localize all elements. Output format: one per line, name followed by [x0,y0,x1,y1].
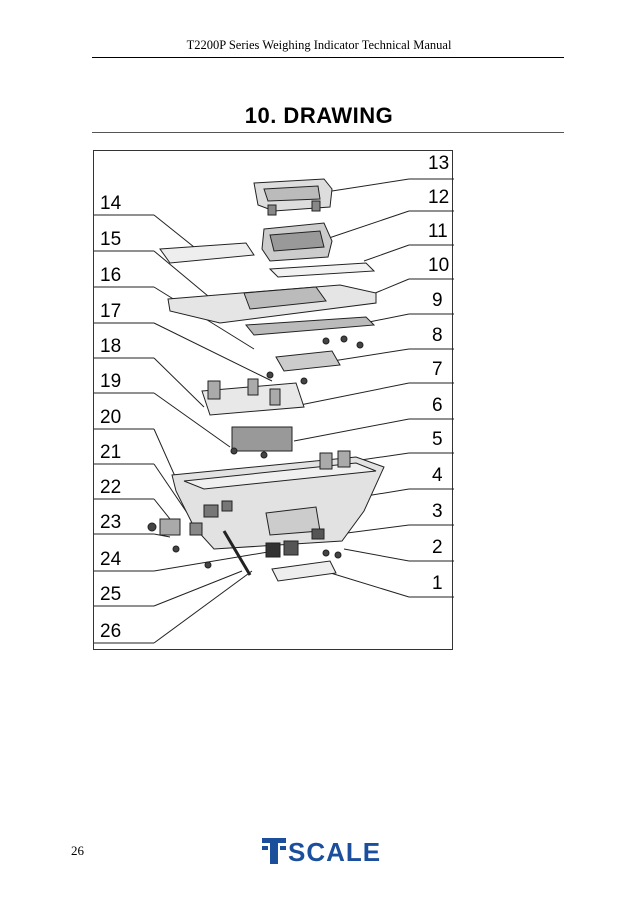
callout-26: 26 [100,621,122,642]
callout-12: 12 [428,187,450,208]
callout-22: 22 [100,477,122,498]
callout-5: 5 [432,429,443,450]
exploded-drawing: 13 12 11 10 9 8 7 6 5 4 3 2 1 14 15 16 1… [93,150,454,650]
page-header: T2200P Series Weighing Indicator Technic… [186,38,452,52]
section-title: 10. DRAWING [244,103,394,128]
callout-18: 18 [100,336,122,357]
callout-13: 13 [428,153,450,174]
logo-text: SCALE [288,837,382,867]
callout-1: 1 [432,573,443,594]
callout-16: 16 [100,265,122,286]
t-logo-icon [262,838,286,864]
callout-9: 9 [432,290,443,311]
callout-24: 24 [100,549,122,570]
callout-15: 15 [100,229,122,250]
title-rule [92,132,564,133]
callout-11: 11 [428,221,448,242]
callout-23: 23 [100,512,122,533]
callout-14: 14 [100,193,122,214]
callout-3: 3 [432,501,443,522]
callout-7: 7 [432,359,443,380]
callout-19: 19 [100,371,122,392]
callout-25: 25 [100,584,122,605]
callout-8: 8 [432,325,443,346]
callout-21: 21 [100,442,122,463]
callout-10: 10 [428,255,450,276]
callout-20: 20 [100,407,122,428]
exploded-view-art [94,178,454,644]
callout-17: 17 [100,301,122,322]
callout-4: 4 [432,465,443,486]
callout-2: 2 [432,537,443,558]
page-number: 26 [71,843,84,858]
callout-6: 6 [432,395,443,416]
header-rule [92,57,564,58]
